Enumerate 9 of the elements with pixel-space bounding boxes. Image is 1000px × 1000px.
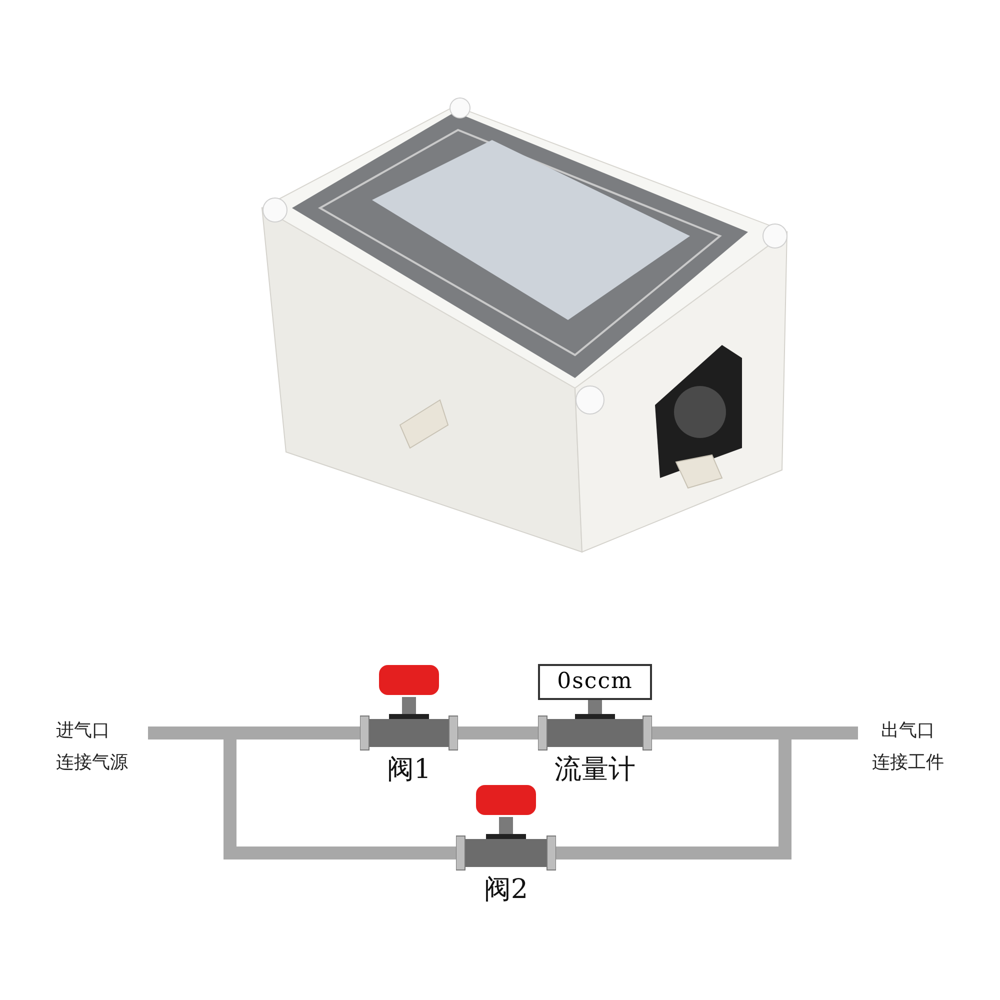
port-label: 连接气源: [56, 751, 128, 775]
valve-label: 阀2: [482, 873, 530, 907]
pipe: [458, 726, 538, 740]
port-label: 出气口: [880, 719, 936, 743]
flow-meter-label: 流量计: [554, 753, 636, 787]
valve-label: 阀1: [386, 753, 432, 787]
flow-display: 0sccm: [538, 664, 652, 700]
port-label: 进气口: [56, 719, 110, 743]
port-label: 连接工件: [871, 751, 945, 775]
